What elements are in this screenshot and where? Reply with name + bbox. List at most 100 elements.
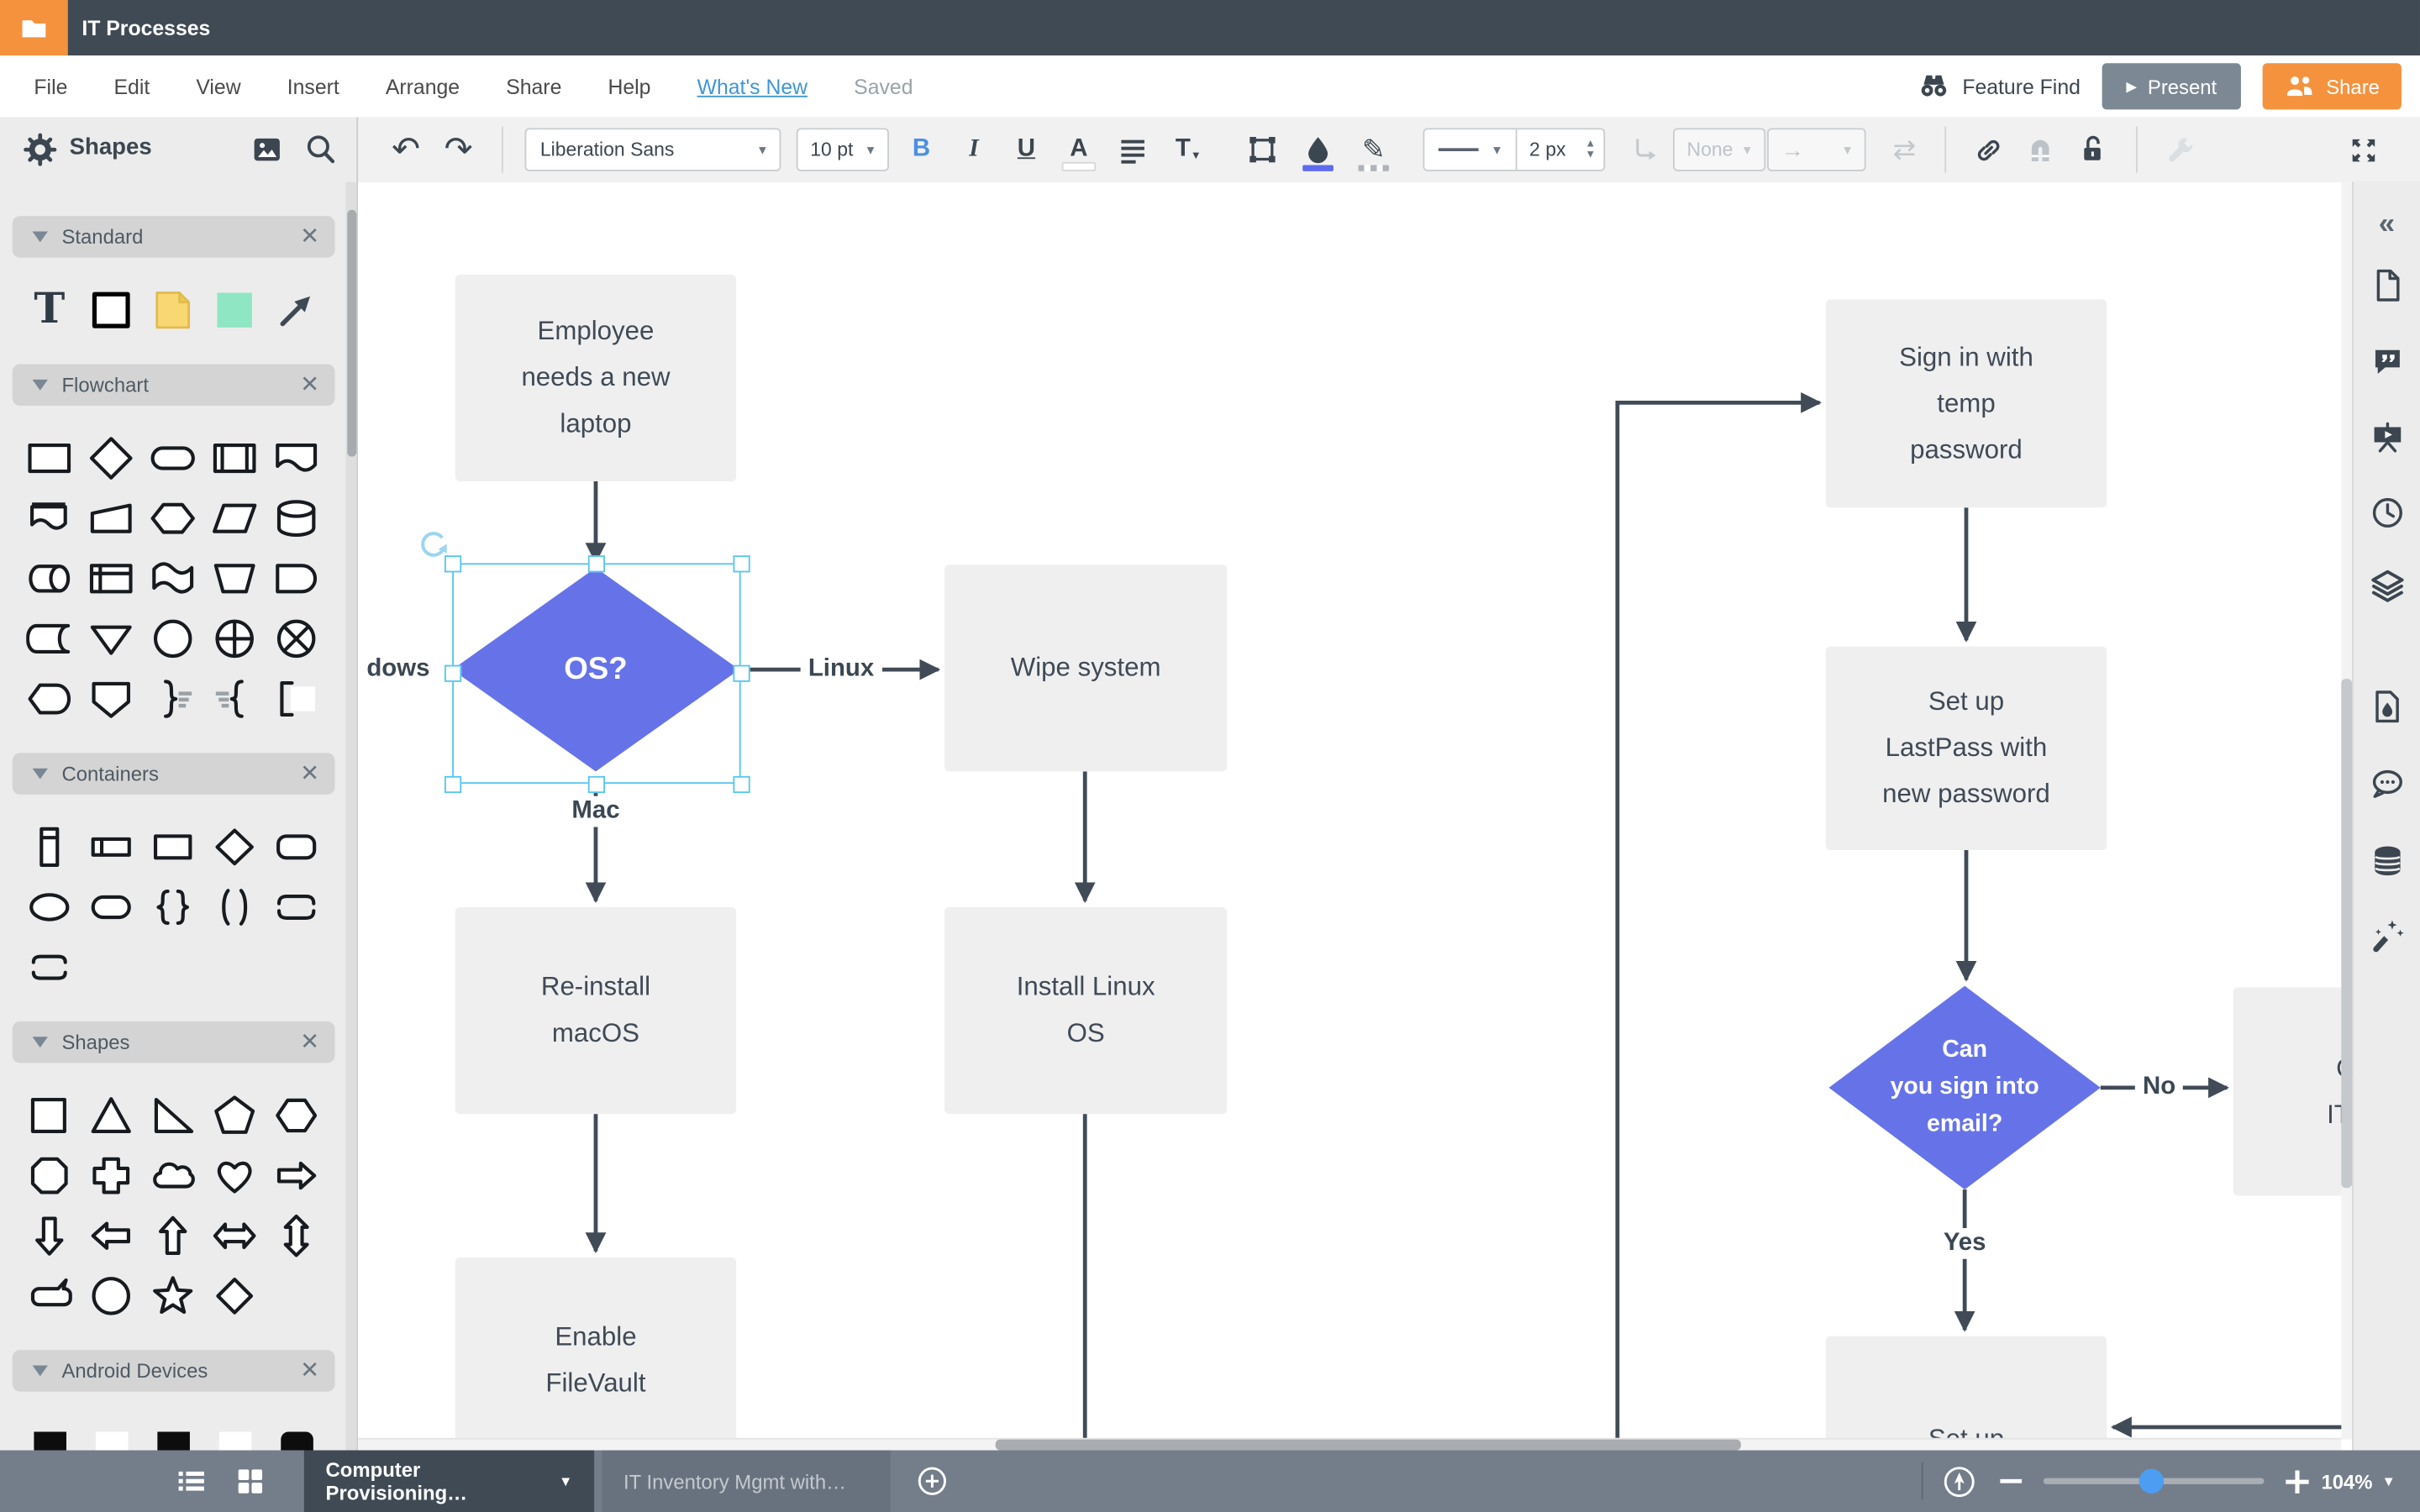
font-family-select[interactable]: Liberation Sans▼ xyxy=(524,128,781,171)
shape-callout[interactable] xyxy=(18,1265,80,1326)
menu-item-share[interactable]: Share xyxy=(506,75,562,98)
shape-terminator[interactable] xyxy=(142,428,203,488)
section-header-android-devices[interactable]: Android Devices✕ xyxy=(12,1350,335,1392)
menu-item-insert[interactable]: Insert xyxy=(287,75,339,98)
page-list-icon[interactable] xyxy=(166,1451,216,1512)
shape-ellipse-container[interactable] xyxy=(18,876,80,937)
section-header-containers[interactable]: Containers✕ xyxy=(12,753,335,795)
zoom-slider-thumb[interactable] xyxy=(2139,1468,2165,1494)
shape-block-arrow-left[interactable] xyxy=(81,1205,142,1265)
shape-frame-button[interactable] xyxy=(1241,118,1284,182)
underline-button[interactable]: U xyxy=(1017,135,1036,162)
menu-item-help[interactable]: Help xyxy=(608,75,651,98)
selection-handle[interactable] xyxy=(732,664,750,682)
edge-label-no[interactable]: No xyxy=(2134,1072,2184,1104)
menu-item-view[interactable]: View xyxy=(196,75,241,98)
close-section-icon[interactable]: ✕ xyxy=(300,371,320,398)
selection-handle[interactable] xyxy=(732,774,750,793)
shape-internal-storage[interactable] xyxy=(81,548,142,608)
shape-block-arrow-right[interactable] xyxy=(266,1145,327,1205)
shape-merge[interactable] xyxy=(81,608,142,669)
shape-rectangle-container[interactable] xyxy=(142,816,203,877)
selection-handle[interactable] xyxy=(444,774,461,793)
shape-block-arrow-left-right[interactable] xyxy=(203,1205,265,1265)
bold-button[interactable]: B xyxy=(912,135,931,162)
zoom-in-button[interactable] xyxy=(2278,1451,2315,1512)
document-page-icon[interactable] xyxy=(2368,267,2405,312)
connector[interactable] xyxy=(1615,391,1822,1451)
shape-manual-operation[interactable] xyxy=(203,548,265,608)
shape-octagon[interactable] xyxy=(18,1145,80,1205)
node-sign-in-temp[interactable]: Sign in with temp password xyxy=(1825,299,2107,508)
text-options-button[interactable]: T▼ xyxy=(1175,135,1202,162)
shape-sticky[interactable] xyxy=(203,279,265,339)
node-reinstall-macos[interactable]: Re-install macOS xyxy=(455,906,737,1115)
shape-document[interactable] xyxy=(266,428,327,488)
shape-database[interactable] xyxy=(266,487,327,548)
edge-label-yes[interactable]: Yes xyxy=(1935,1228,1994,1259)
page-style-icon[interactable] xyxy=(2368,688,2405,732)
font-size-select[interactable]: 10 pt▼ xyxy=(796,128,889,171)
node-install-linux[interactable]: Install Linux OS xyxy=(944,906,1228,1115)
shape-decision[interactable] xyxy=(81,428,142,488)
edge-label-mac[interactable]: Mac xyxy=(564,795,628,827)
menu-item-arrange[interactable]: Arrange xyxy=(385,75,460,98)
line-style-controls[interactable]: ▼2 px▲▼ xyxy=(1423,128,1606,171)
node-wipe-system[interactable]: Wipe system xyxy=(944,564,1228,772)
shape-note-bracket[interactable] xyxy=(266,668,327,728)
shape-pentagon[interactable] xyxy=(203,1084,265,1145)
line-color-button[interactable]: ✎ xyxy=(1352,118,1395,182)
redo-button[interactable]: ↷ xyxy=(444,129,473,169)
shape-annotation-right[interactable] xyxy=(142,668,203,728)
shape-pill-container[interactable] xyxy=(81,876,142,937)
page-grid-icon[interactable] xyxy=(225,1451,275,1512)
shape-bracket-horizontal[interactable] xyxy=(18,937,80,997)
shape-diamond[interactable] xyxy=(203,1265,265,1326)
magic-wand-icon[interactable] xyxy=(2368,918,2405,963)
shape-predefined-process[interactable] xyxy=(203,428,265,488)
shape-process[interactable] xyxy=(18,428,80,488)
shape-summing-junction[interactable] xyxy=(203,608,265,669)
shape-direct-access-storage[interactable] xyxy=(18,548,80,608)
collapse-panel-icon[interactable]: « xyxy=(2378,207,2396,241)
fullscreen-button[interactable] xyxy=(2339,118,2386,182)
gear-icon[interactable] xyxy=(22,131,59,168)
shape-phone-light[interactable] xyxy=(203,1413,265,1451)
close-section-icon[interactable]: ✕ xyxy=(300,1357,320,1384)
tab-it-inventory[interactable]: IT Inventory Mgmt with… xyxy=(602,1450,891,1512)
tab-computer-provisioning[interactable]: Computer Provisioning… ▼ xyxy=(303,1450,595,1512)
canvas-vscrollbar-thumb[interactable] xyxy=(2341,679,2353,1189)
section-header-flowchart[interactable]: Flowchart✕ xyxy=(12,364,335,407)
shape-parentheses[interactable] xyxy=(203,876,265,937)
share-button[interactable]: Share xyxy=(2262,63,2402,110)
add-page-icon[interactable] xyxy=(908,1451,957,1512)
shape-annotation-left[interactable] xyxy=(203,668,265,728)
shape-rect-outline[interactable] xyxy=(81,279,142,339)
panel-scrollbar-track[interactable] xyxy=(345,181,357,1451)
shape-connector[interactable] xyxy=(142,608,203,669)
shape-phone-dark[interactable] xyxy=(142,1413,203,1451)
shape-triangle[interactable] xyxy=(81,1084,142,1145)
image-icon[interactable] xyxy=(250,133,284,166)
selection-handle[interactable] xyxy=(587,554,605,572)
menu-item-whats-new[interactable]: What's New xyxy=(697,75,808,98)
shape-circle[interactable] xyxy=(81,1265,142,1326)
history-icon[interactable] xyxy=(2368,494,2405,538)
shape-or-junction[interactable] xyxy=(266,608,327,669)
node-setup-lastpass[interactable]: Set up LastPass with new password xyxy=(1825,646,2107,851)
shape-right-triangle[interactable] xyxy=(142,1084,203,1145)
data-icon[interactable] xyxy=(2368,843,2405,887)
shape-data[interactable] xyxy=(203,487,265,548)
shape-rounded-container[interactable] xyxy=(266,816,327,877)
zoom-level[interactable]: 104% ▼ xyxy=(2321,1469,2396,1494)
shape-phone-light[interactable] xyxy=(81,1413,142,1451)
section-header-shapes[interactable]: Shapes✕ xyxy=(12,1021,335,1063)
shape-heart[interactable] xyxy=(203,1145,265,1205)
close-section-icon[interactable]: ✕ xyxy=(300,1029,320,1056)
node-enable-filevault[interactable]: Enable FileVault xyxy=(455,1257,737,1451)
reset-view-icon[interactable] xyxy=(1935,1451,1981,1512)
lock-button[interactable] xyxy=(2071,118,2114,182)
shape-horizontal-container[interactable] xyxy=(81,816,142,877)
shape-stored-data[interactable] xyxy=(18,608,80,669)
